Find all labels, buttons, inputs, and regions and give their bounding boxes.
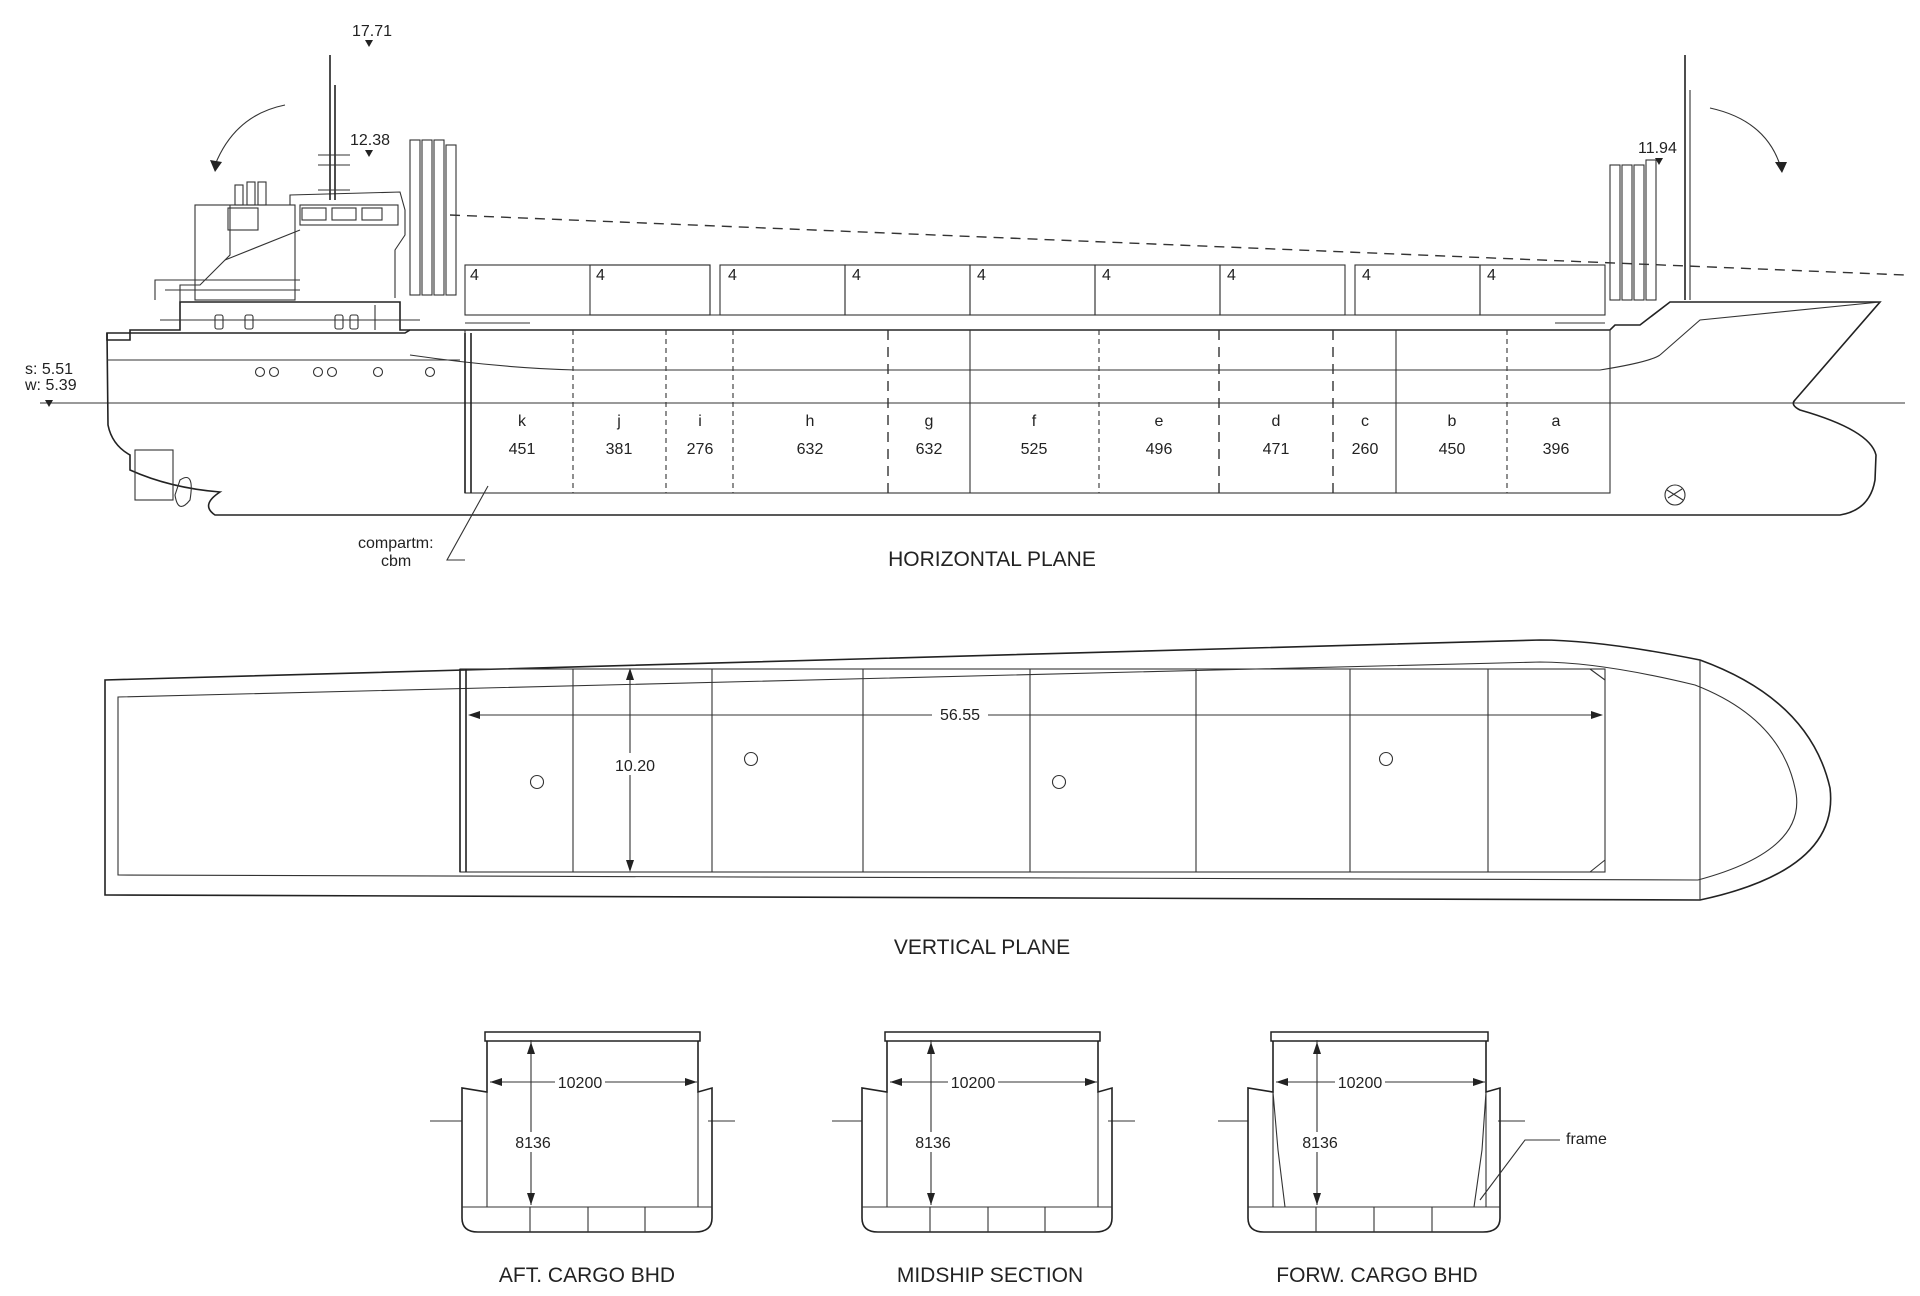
stack-label: 4: [977, 267, 986, 284]
compartment-cbm: 471: [1263, 441, 1290, 458]
plan-width-dim: 10.20: [615, 758, 655, 775]
plan-length-dim: 56.55: [940, 707, 980, 724]
mast-top-height: 17.71: [352, 23, 392, 40]
compartment-cbm: 632: [916, 441, 943, 458]
hull-outline: [106, 301, 1882, 516]
stack-label: 4: [728, 267, 737, 284]
wheelhouse-height: 12.38: [350, 132, 390, 149]
profile-view: 17.71 12.38 11.94 s: 5.51 w: 5.39 compar…: [24, 23, 1906, 571]
stack-label: 4: [852, 267, 861, 284]
compartment-id: i: [698, 413, 702, 430]
compartment-cbm: 525: [1021, 441, 1048, 458]
midship-section: 10200 8136 MIDSHIP SECTION: [832, 1031, 1135, 1287]
midship-width-dim: 10200: [951, 1075, 996, 1092]
aft-width-dim: 10200: [558, 1075, 603, 1092]
winter-draught: w: 5.39: [24, 377, 77, 394]
forw-cargo-bhd-section: 10200 8136 frame FORW. CARGO BHD: [1218, 1031, 1607, 1287]
compartment-id: c: [1361, 413, 1369, 430]
compartment-cbm: 260: [1352, 441, 1379, 458]
aft-height-dim: 8136: [515, 1135, 551, 1152]
compartment-cbm: 450: [1439, 441, 1466, 458]
compartment-note-line2: cbm: [381, 553, 411, 570]
stack-label: 4: [1362, 267, 1371, 284]
compartment-id: b: [1448, 413, 1457, 430]
aft-cargo-bhd-title: AFT. CARGO BHD: [499, 1264, 675, 1287]
compartment-cbm: 451: [509, 441, 536, 458]
compartment-labels: k 451 j 381 i 276 h 632 g 632 f 525 e 49…: [509, 413, 1570, 458]
compartment-id: e: [1155, 413, 1164, 430]
compartment-id: j: [616, 413, 621, 430]
forw-cargo-bhd-title: FORW. CARGO BHD: [1276, 1264, 1477, 1287]
forw-width-dim: 10200: [1338, 1075, 1383, 1092]
aft-cargo-bhd-section: 10200 8136 AFT. CARGO BHD: [430, 1031, 735, 1287]
forward-mast-height: 11.94: [1638, 140, 1677, 157]
compartment-id: f: [1032, 413, 1037, 430]
compartment-cbm: 632: [797, 441, 824, 458]
compartment-id: a: [1552, 413, 1561, 430]
vertical-plane-title: VERTICAL PLANE: [894, 936, 1070, 959]
stack-label: 4: [1487, 267, 1496, 284]
forw-height-dim: 8136: [1302, 1135, 1338, 1152]
compartment-note-line1: compartm:: [358, 535, 434, 552]
frame-label: frame: [1566, 1131, 1607, 1148]
stack-label: 4: [596, 267, 605, 284]
midship-height-dim: 8136: [915, 1135, 951, 1152]
stack-label: 4: [470, 267, 479, 284]
plan-hull-outline: [104, 639, 1832, 901]
compartment-cbm: 276: [687, 441, 714, 458]
compartment-id: k: [518, 413, 527, 430]
plan-view: 56.55 10.20 VERTICAL PLANE: [104, 639, 1832, 959]
stack-label: 4: [1102, 267, 1111, 284]
midship-section-title: MIDSHIP SECTION: [897, 1264, 1083, 1287]
compartment-id: g: [925, 413, 934, 430]
compartment-id: h: [806, 413, 815, 430]
compartment-cbm: 396: [1543, 441, 1570, 458]
stack-label: 4: [1227, 267, 1236, 284]
summer-draught: s: 5.51: [25, 361, 73, 378]
compartment-cbm: 496: [1146, 441, 1173, 458]
horizontal-plane-title: HORIZONTAL PLANE: [888, 548, 1096, 571]
compartment-cbm: 381: [606, 441, 633, 458]
hatch-stack-labels: 4 4 4 4 4 4 4 4 4: [470, 267, 1496, 284]
compartment-id: d: [1272, 413, 1281, 430]
